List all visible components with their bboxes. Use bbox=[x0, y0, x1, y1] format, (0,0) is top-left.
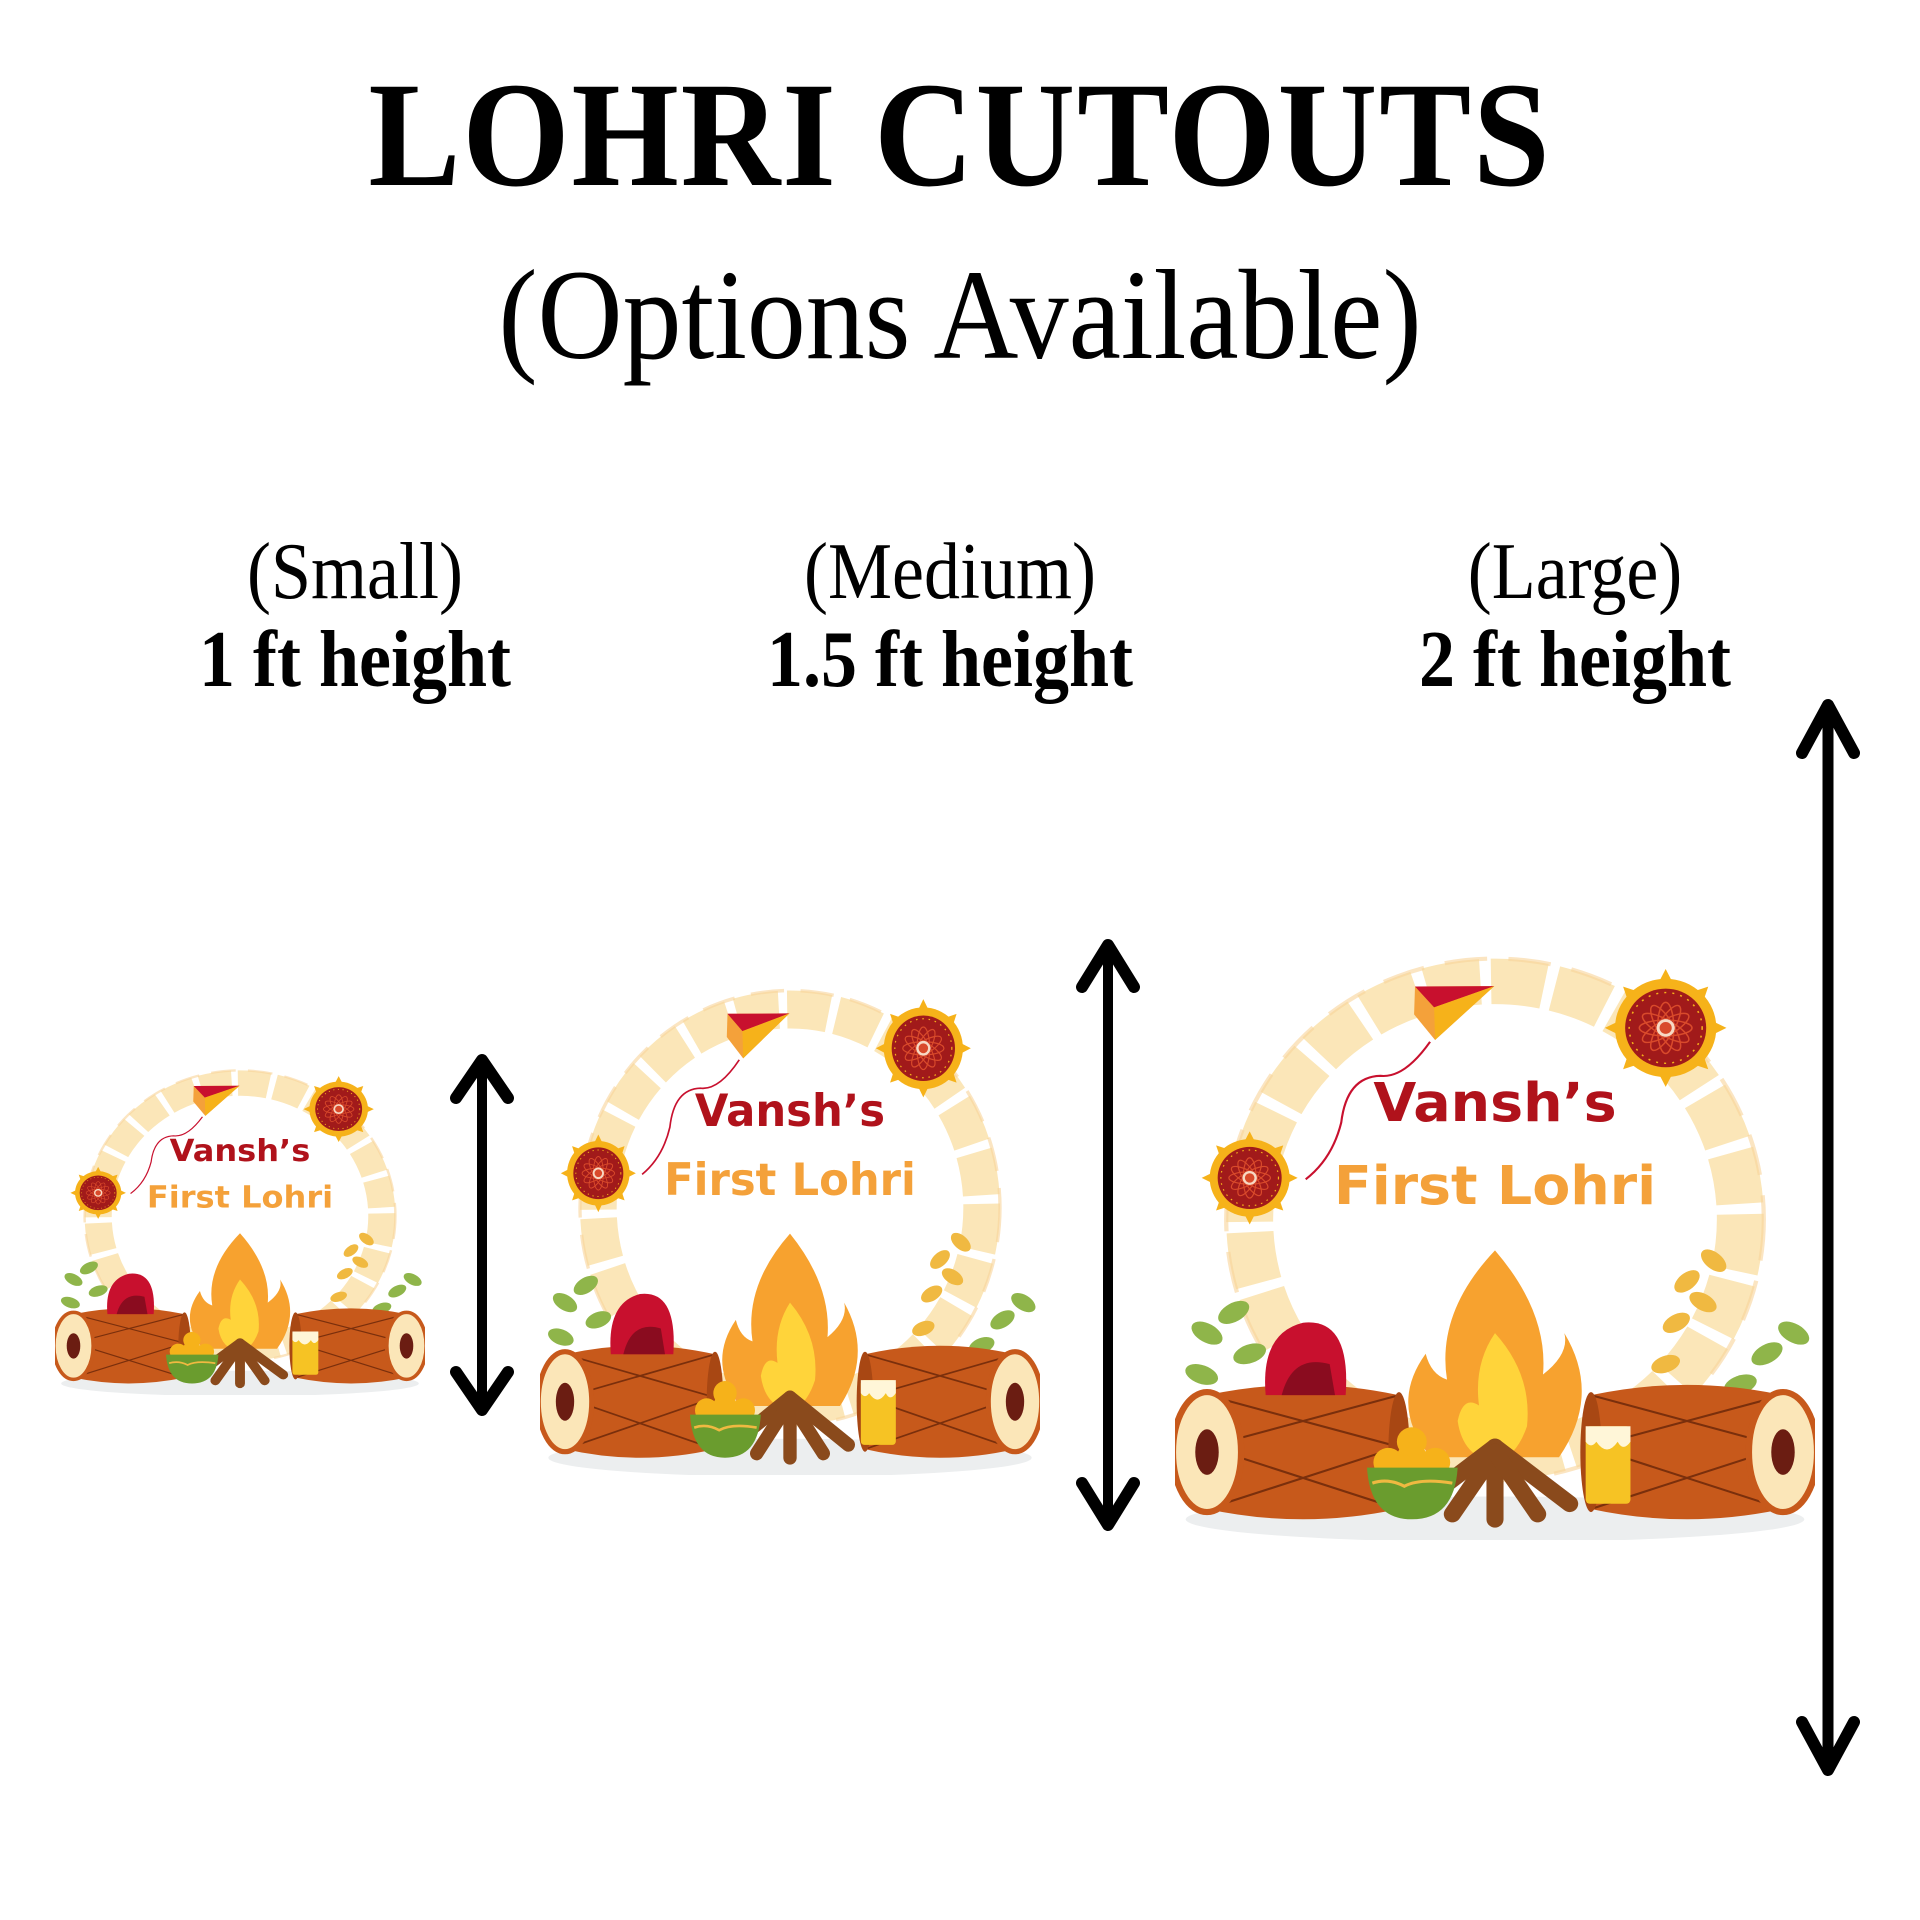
page-title: LOHRI CUTOUTS bbox=[368, 52, 1552, 218]
size-name: (Medium) bbox=[804, 528, 1096, 616]
size-label-medium: (Medium) 1.5 ft height bbox=[690, 528, 1210, 704]
size-height: 1.5 ft height bbox=[767, 616, 1133, 704]
size-name: (Large) bbox=[1467, 528, 1683, 616]
dimension-arrow-small-icon bbox=[450, 1050, 514, 1420]
cutout-medium bbox=[540, 975, 1040, 1475]
size-height: 2 ft height bbox=[1419, 616, 1731, 704]
dimension-arrow-large-icon bbox=[1796, 695, 1860, 1780]
size-label-large: (Large) 2 ft height bbox=[1315, 528, 1835, 704]
cutout-small bbox=[55, 1060, 425, 1395]
dimension-arrow-medium-icon bbox=[1076, 935, 1140, 1535]
size-label-small: (Small) 1 ft height bbox=[95, 528, 615, 704]
size-name: (Small) bbox=[247, 528, 463, 616]
page-subtitle: (Options Available) bbox=[498, 244, 1422, 386]
size-height: 1 ft height bbox=[199, 616, 511, 704]
cutout-large bbox=[1175, 940, 1815, 1540]
